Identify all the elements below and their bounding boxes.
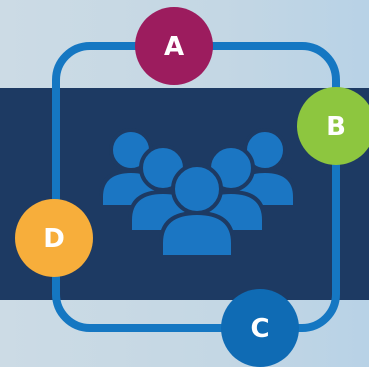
node-c-label: C: [250, 314, 269, 344]
node-d-label: D: [43, 224, 65, 254]
node-d: D: [15, 199, 93, 277]
node-b-label: B: [326, 112, 346, 142]
node-c: C: [221, 289, 299, 367]
node-b: B: [297, 87, 369, 165]
node-a: A: [135, 7, 213, 85]
people-group-icon: [99, 128, 297, 259]
node-a-label: A: [164, 32, 184, 62]
